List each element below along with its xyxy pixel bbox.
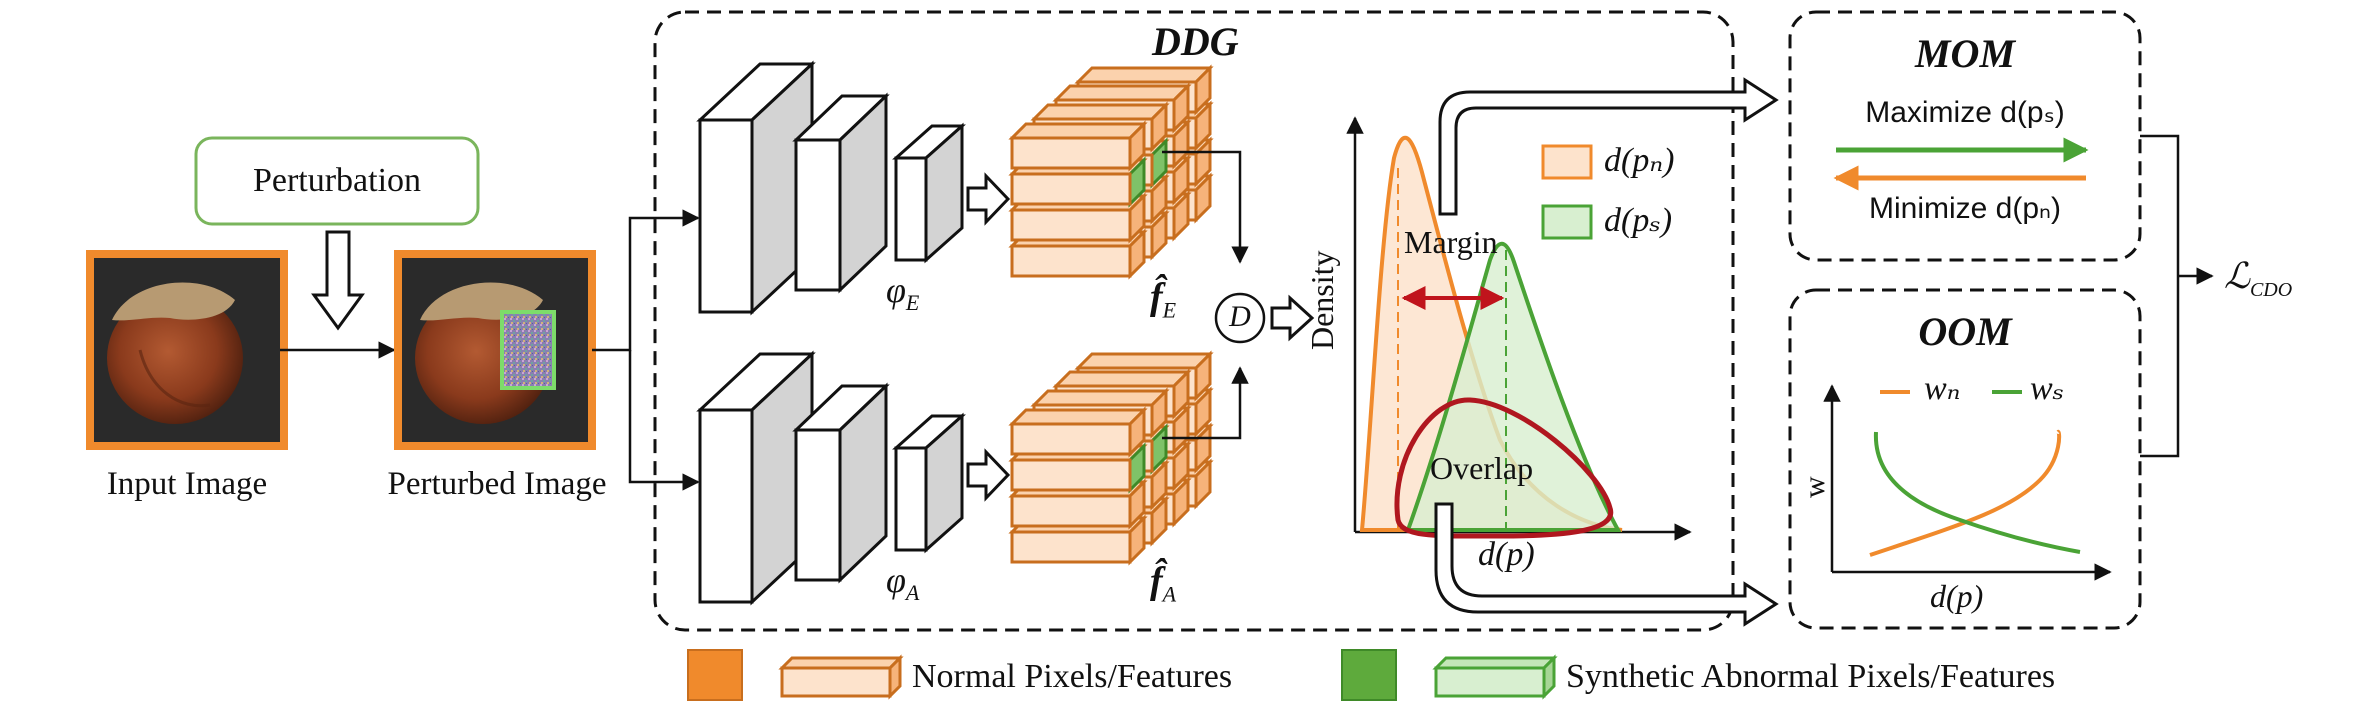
synthetic-distribution-curve xyxy=(1405,241,1622,532)
ws-label: wₛ xyxy=(2030,370,2065,407)
feature-stack-e xyxy=(1008,64,1214,280)
arrow-fe-to-d xyxy=(1162,150,1249,264)
noise-patch-icon xyxy=(500,310,556,390)
legend-label-normal-dist: d(pₙ) xyxy=(1604,142,1675,179)
legend-swatch-synthetic-pixel xyxy=(1341,649,1397,701)
legend-label-synthetic-dist: d(pₛ) xyxy=(1604,202,1673,239)
overlap-label: Overlap xyxy=(1430,450,1534,486)
phi-a-label: φA xyxy=(886,560,920,606)
phi-e-label: φE xyxy=(886,270,920,316)
distance-node-label: D xyxy=(1229,300,1251,333)
loss-label: ℒCDO xyxy=(2224,256,2293,302)
hollow-right-arrow-d xyxy=(1270,294,1315,342)
oom-y-axis-label: w xyxy=(1798,476,1831,498)
perturbed-image-label: Perturbed Image xyxy=(387,466,607,502)
input-image-label: Input Image xyxy=(106,466,268,502)
perturbation-box xyxy=(194,136,480,226)
hollow-right-arrow-a xyxy=(966,448,1011,502)
margin-label: Margin xyxy=(1404,224,1498,260)
mom-title: MOM xyxy=(1914,31,2016,76)
arrow-fa-to-d xyxy=(1162,366,1249,440)
hollow-down-arrow xyxy=(311,230,365,331)
legend-cube-synthetic xyxy=(1432,654,1558,700)
density-chart xyxy=(1346,116,1692,541)
ddg-title: DDG xyxy=(1152,19,1239,64)
minimize-label: Minimize d(pₙ) xyxy=(1869,192,2061,225)
hollow-arrow-to-oom-shape xyxy=(1434,502,1779,627)
legend-cube-normal xyxy=(778,654,904,700)
oom-x-axis-label: d(p) xyxy=(1930,578,1984,614)
encoder-a xyxy=(696,350,966,606)
ddg-box xyxy=(653,10,1735,632)
oom-title: OOM xyxy=(1918,309,2012,354)
perturbation-label: Perturbation xyxy=(252,162,422,199)
legend-swatch-normal-dist xyxy=(1541,144,1593,180)
hollow-arrow-to-mom-shape xyxy=(1438,77,1779,216)
density-axis-label: Density xyxy=(1304,250,1340,350)
oom-box xyxy=(1788,288,2142,630)
feature-cube xyxy=(1008,120,1148,172)
wn-curve xyxy=(1869,429,2062,557)
density-x-axis-label: d(p) xyxy=(1478,536,1535,573)
arrow-branch-lower xyxy=(628,350,700,491)
feature-stack-a xyxy=(1008,350,1214,566)
wn-label: wₙ xyxy=(1924,370,1961,407)
connector-to-loss xyxy=(2140,134,2180,458)
legend-label-abnormal: Synthetic Abnormal Pixels/Features xyxy=(1566,658,2056,695)
arrow-branch xyxy=(592,209,700,352)
hazelnut-image xyxy=(107,282,243,424)
distance-node xyxy=(1214,292,1266,344)
overlap-loop xyxy=(1394,397,1614,539)
legend-swatch-synthetic-dist xyxy=(1541,204,1593,240)
ws-curve xyxy=(1873,431,2081,554)
legend-label-normal: Normal Pixels/Features xyxy=(912,658,1233,695)
f-a-label: f̂A xyxy=(1150,560,1177,607)
encoder-e xyxy=(696,60,966,316)
legend-swatch-normal-pixel xyxy=(687,649,743,701)
maximize-label: Maximize d(pₛ) xyxy=(1865,96,2065,129)
hollow-right-arrow-e xyxy=(966,172,1011,226)
f-e-label: f̂E xyxy=(1150,276,1177,323)
feature-cube xyxy=(1008,406,1148,458)
